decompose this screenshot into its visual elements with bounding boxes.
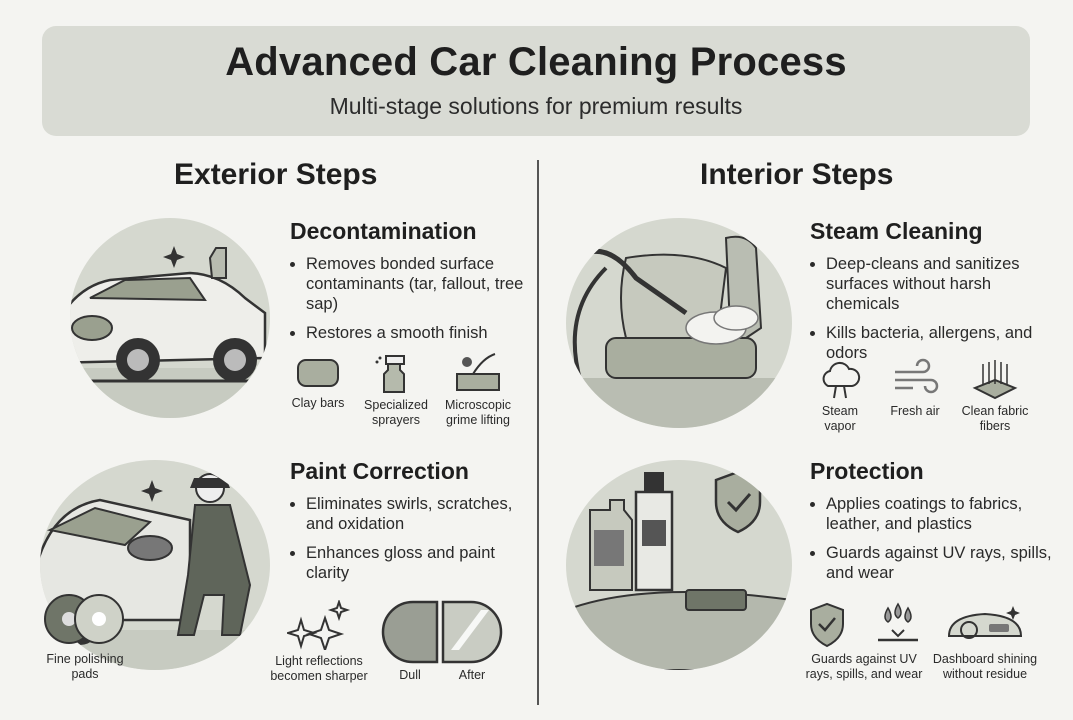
column-divider	[537, 160, 539, 705]
icon-label: Steam vapor	[821, 404, 859, 433]
header-banner: Advanced Car Cleaning Process Multi-stag…	[42, 26, 1030, 136]
icon-label: After	[458, 668, 486, 682]
polishing-pads-item: Fine polishing pads	[40, 590, 130, 682]
decontamination-title: Decontamination	[290, 218, 477, 244]
bullet-item: Eliminates swirls, scratches, and oxidat…	[306, 494, 536, 534]
bullet-item: Applies coatings to fabrics, leather, an…	[826, 494, 1066, 534]
icon-label: Fine polishing pads	[46, 652, 124, 681]
paint-correction-bullets: Eliminates swirls, scratches, and oxidat…	[290, 494, 536, 592]
paint-correction-title: Paint Correction	[290, 458, 469, 484]
steam-vapor-item: Steam vapor	[806, 358, 874, 434]
icon-label: Light reflections becomen sharper	[270, 654, 368, 683]
bullet-item: Deep-cleans and sanitizes surfaces witho…	[826, 254, 1061, 314]
wind-icon	[895, 358, 939, 394]
bullet-item: Restores a smooth finish	[306, 323, 536, 343]
decontamination-bullets: Removes bonded surface contaminants (tar…	[290, 254, 536, 352]
steam-cleaning-title: Steam Cleaning	[810, 218, 983, 244]
icon-label: Fresh air	[890, 404, 940, 418]
protection-title: Protection	[810, 458, 924, 484]
clay-bars-item: Clay bars	[280, 352, 356, 411]
fresh-air-item: Fresh air	[880, 358, 950, 419]
bullet-item: Removes bonded surface contaminants (tar…	[306, 254, 536, 314]
interior-title: Interior Steps	[700, 158, 894, 191]
page-subtitle: Multi-stage solutions for premium result…	[329, 93, 743, 119]
clean-fabric-item: Clean fabric fibers	[954, 358, 1036, 434]
spray-bottle-icon	[375, 355, 405, 393]
dashboard-icon	[947, 606, 1023, 639]
icon-label: Dull	[399, 668, 421, 682]
glossy-finish-icon	[441, 600, 503, 664]
icon-label: Specialized sprayers	[364, 398, 428, 427]
glossy-finish-item: After	[440, 600, 504, 683]
bullet-item: Guards against UV rays, spills, and wear	[826, 543, 1066, 583]
protection-illustration	[566, 460, 792, 670]
dull-finish-icon	[381, 600, 439, 664]
icon-label: Clean fabric fibers	[961, 404, 1029, 433]
bullet-item: Enhances gloss and paint clarity	[306, 543, 536, 583]
water-drops-icon	[877, 602, 918, 642]
exterior-title: Exterior Steps	[174, 158, 378, 191]
light-reflections-item: Light reflections becomen sharper	[262, 600, 376, 684]
icon-label: Guards against UV rays, spills, and wear	[805, 652, 923, 681]
grime-lifting-item: Microscopic grime lifting	[436, 350, 520, 428]
protection-bullets: Applies coatings to fabrics, leather, an…	[810, 494, 1066, 592]
polishing-pads-icon	[44, 594, 124, 644]
icon-label: Microscopic grime lifting	[445, 398, 511, 427]
bullet-item: Kills bacteria, allergens, and odors	[826, 323, 1061, 363]
page-title: Advanced Car Cleaning Process	[225, 40, 847, 84]
specialized-sprayers-item: Specialized sprayers	[358, 350, 434, 428]
icon-label: Dashboard shining without residue	[932, 652, 1038, 681]
protection-guards-item: Guards against UV rays, spills, and wear	[802, 600, 926, 682]
dull-finish-item: Dull	[380, 600, 440, 683]
dashboard-shining-item: Dashboard shining without residue	[926, 600, 1044, 682]
fabric-fibers-icon	[972, 360, 1018, 400]
clay-bar-icon	[297, 359, 339, 387]
shield-check-icon	[809, 602, 844, 648]
decontamination-illustration	[70, 218, 270, 418]
steam-cleaning-bullets: Deep-cleans and sanitizes surfaces witho…	[810, 254, 1061, 372]
steam-cloud-icon	[822, 361, 861, 399]
sparkles-icon	[287, 600, 351, 650]
icon-label: Clay bars	[291, 396, 345, 410]
steam-cleaning-illustration	[566, 218, 792, 428]
grime-lifting-icon	[456, 353, 500, 391]
